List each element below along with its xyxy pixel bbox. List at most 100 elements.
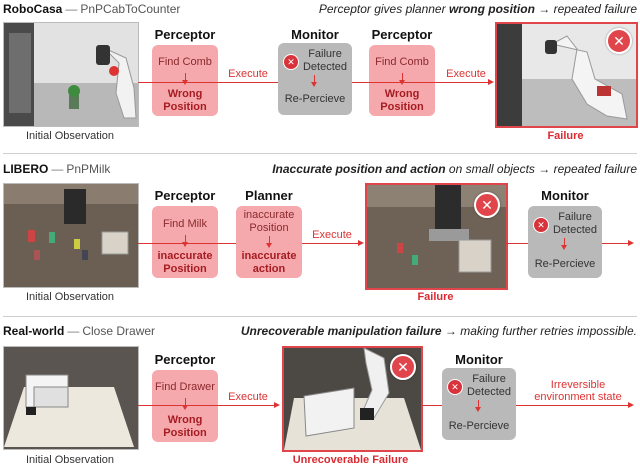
row3-perceptor-box: Find Drawer Wrong Position <box>152 370 218 442</box>
row3-line-b <box>421 405 442 406</box>
row2-execute-arrow <box>302 240 364 246</box>
row3-sep: — <box>67 324 80 338</box>
row2-perceptor-query: Find Milk <box>162 218 207 230</box>
x-circle-icon: ✕ <box>283 54 299 70</box>
row1-sep: — <box>65 2 78 16</box>
x-circle-icon: ✕ <box>474 192 500 218</box>
row1-perceptor-box: Find Comb Wrong Position <box>152 45 218 116</box>
row2-out-arrow <box>602 240 634 246</box>
row2-failure-image: ✕ <box>365 183 508 290</box>
row3-failure-image: ✕ <box>282 346 423 452</box>
row2-monitor-repercieve: Re-Percieve <box>534 258 596 270</box>
x-circle-icon: ✕ <box>606 28 632 54</box>
row2-planner-out-a: inaccurate <box>241 250 297 262</box>
row3-caption: Unrecoverable manipulation failure → mak… <box>241 324 637 338</box>
row3-note-b: environment state <box>534 391 622 403</box>
row3-monitor-detected-a: Failure <box>472 373 506 385</box>
row1-perceptor2-result-a: Wrong <box>384 88 420 100</box>
row3-monitor-repercieve: Re-Percieve <box>448 420 510 432</box>
row3-fail-label: Unrecoverable Failure <box>292 454 409 466</box>
row2-initial-observation-image <box>3 183 139 288</box>
divider-2 <box>3 316 637 317</box>
row3-execute-label: Execute <box>228 391 268 403</box>
row1-monitor-arrow <box>311 75 317 87</box>
row2-module3-title: Monitor <box>541 188 589 203</box>
row3-note: Irreversible environment state <box>522 379 634 403</box>
row2-monitor-arrow <box>561 238 567 250</box>
row1-execute-label2: Execute <box>446 68 486 80</box>
divider-1 <box>3 153 637 154</box>
row3-perceptor-query: Find Drawer <box>155 381 215 393</box>
row1-perceptor2-result-b: Position <box>380 101 424 113</box>
row3-header: Real-world—Close Drawer <box>3 324 155 338</box>
x-circle-icon: ✕ <box>447 379 463 395</box>
row1-line-a <box>138 82 278 83</box>
x-circle-icon: ✕ <box>533 217 549 233</box>
row1-failure-image: ✕ <box>495 22 638 128</box>
row1-fail-label: Failure <box>547 130 584 142</box>
robocasa-scene <box>4 23 138 126</box>
row1-execute-label1: Execute <box>228 68 268 80</box>
row1-header: RoboCasa—PnPCabToCounter <box>3 2 180 16</box>
row2-planner-out-b: action <box>252 263 286 275</box>
row3-obs-label: Initial Observation <box>25 454 115 466</box>
x-circle-icon: ✕ <box>390 354 416 380</box>
row3-task: Close Drawer <box>82 324 156 338</box>
row2-module1-title: Perceptor <box>154 188 216 203</box>
row2-perceptor-arrow <box>182 235 188 247</box>
row2-planner-box: inaccurate Position inaccurate action <box>236 206 302 278</box>
row1-monitor-detected-b: Detected <box>302 61 348 73</box>
row1-initial-observation-image <box>3 22 139 127</box>
row2-task: PnPMilk <box>66 162 111 176</box>
row2-perceptor-result-b: Position <box>163 263 207 275</box>
row1-obs-label: Initial Observation <box>25 130 115 142</box>
row2-obs-label: Initial Observation <box>25 291 115 303</box>
row2-fail-label: Failure <box>417 291 454 303</box>
row2-planner-in-a: inaccurate <box>243 209 295 221</box>
row1-module1-title: Perceptor <box>154 27 216 42</box>
row1-caption-bold: wrong position <box>448 2 535 16</box>
row3-execute-arrow <box>138 402 280 408</box>
libero-scene <box>4 184 138 287</box>
row2-sep: — <box>51 162 64 176</box>
row1-task: PnPCabToCounter <box>80 2 181 16</box>
row3-module2-title: Monitor <box>455 352 503 367</box>
row3-note-a: Irreversible <box>550 379 606 391</box>
row1-module3-title: Perceptor <box>371 27 433 42</box>
row2-line-b <box>506 243 528 244</box>
row2-header: LIBERO—PnPMilk <box>3 162 110 176</box>
row3-perceptor-arrow <box>182 398 188 410</box>
row1-perceptor-query: Find Comb <box>158 56 212 68</box>
row3-monitor-arrow <box>475 400 481 412</box>
real-world-scene <box>4 347 138 449</box>
row2-module2-title: Planner <box>245 188 293 203</box>
row1-monitor-box: ✕ Failure Detected Re-Percieve <box>278 43 352 115</box>
row3-perceptor-result-a: Wrong <box>167 414 203 426</box>
row2-perceptor-box: Find Milk inaccurate Position <box>152 206 218 278</box>
row1-monitor-repercieve: Re-Percieve <box>284 93 346 105</box>
row3-perceptor-result-b: Position <box>163 427 207 439</box>
row3-initial-observation-image <box>3 346 139 450</box>
row1-perceptor2-box: Find Comb Wrong Position <box>369 45 435 116</box>
row2-monitor-detected-b: Detected <box>552 224 598 236</box>
row2-planner-in-b: Position <box>249 222 289 234</box>
row2-caption-post: on small objects → repeated failure <box>445 162 637 176</box>
row2-caption-bold: Inaccurate position and action <box>272 162 446 176</box>
row2-monitor-detected-a: Failure <box>558 211 592 223</box>
row2-execute-label: Execute <box>312 229 352 241</box>
row3-module1-title: Perceptor <box>154 352 216 367</box>
row2-perceptor-result-a: inaccurate <box>157 250 213 262</box>
row1-env: RoboCasa <box>3 2 63 16</box>
row3-caption-post: → making further retries impossible. <box>441 324 637 338</box>
row1-module2-title: Monitor <box>291 27 339 42</box>
row2-env: LIBERO <box>3 162 49 176</box>
row1-monitor-detected-a: Failure <box>308 48 342 60</box>
row1-execute-arrow <box>352 79 494 85</box>
row1-caption-pre: Perceptor gives planner <box>318 2 449 16</box>
row2-monitor-box: ✕ Failure Detected Re-Percieve <box>528 206 602 278</box>
row1-caption: Perceptor gives planner wrong position →… <box>319 2 637 16</box>
row2-caption: Inaccurate position and action on small … <box>272 162 637 176</box>
row3-monitor-box: ✕ Failure Detected Re-Percieve <box>442 368 516 440</box>
row3-monitor-detected-b: Detected <box>466 386 512 398</box>
row2-planner-arrow <box>266 236 272 248</box>
